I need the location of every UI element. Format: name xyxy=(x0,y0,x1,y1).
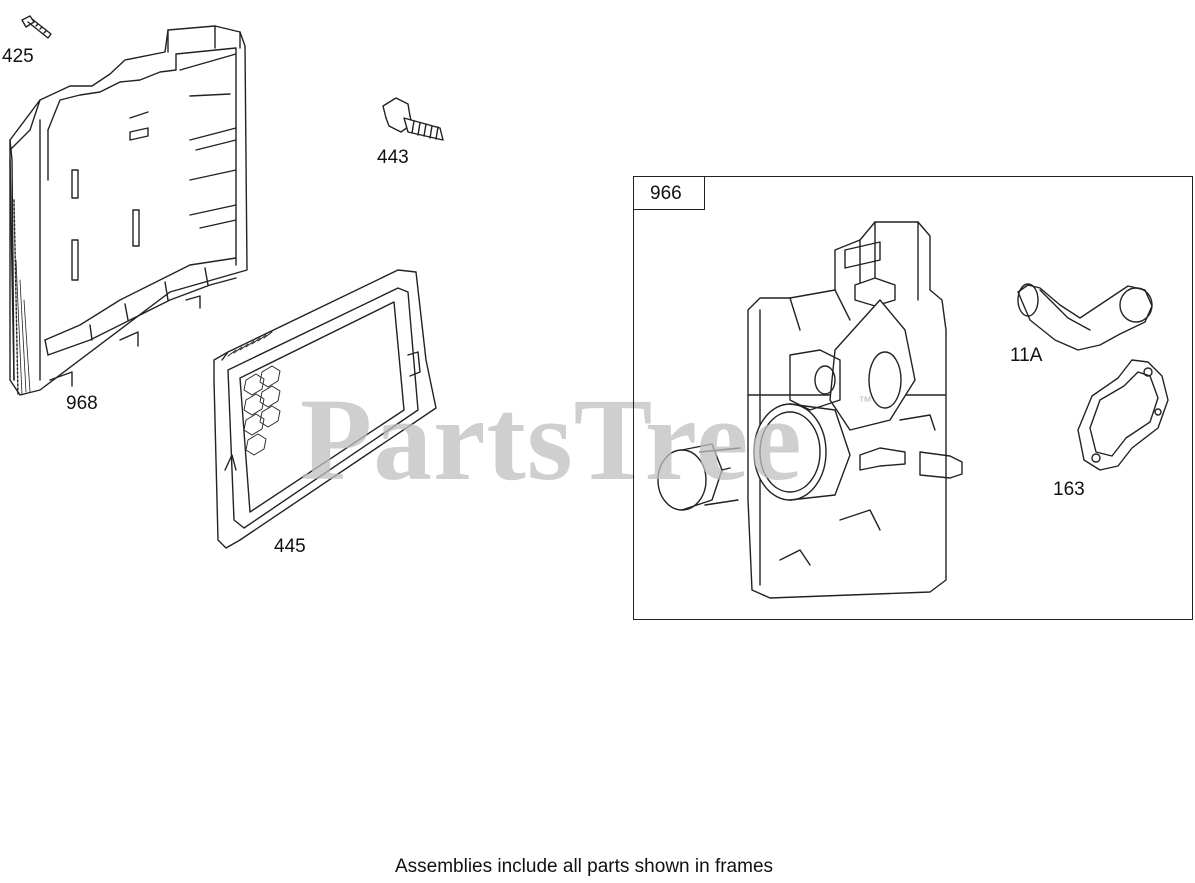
assembly-frame-966 xyxy=(633,176,1193,620)
elbow-tube-11a-drawing xyxy=(1017,283,1153,351)
air-filter-445-drawing xyxy=(213,269,437,549)
screw-425-drawing xyxy=(21,15,52,39)
carburetor-966-drawing xyxy=(747,221,963,599)
trademark-symbol: ™ xyxy=(858,393,872,409)
gasket-163-drawing xyxy=(1077,359,1169,471)
air-cleaner-base-968-drawing xyxy=(9,25,248,396)
part-label-425[interactable]: 425 xyxy=(2,46,34,67)
bolt-443-drawing xyxy=(382,97,444,141)
partstree-watermark: PartsTree xyxy=(300,374,803,505)
assemblies-footnote: Assemblies include all parts shown in fr… xyxy=(394,856,774,877)
part-label-966[interactable]: 966 xyxy=(650,183,682,204)
part-label-443[interactable]: 443 xyxy=(377,147,409,168)
part-label-163[interactable]: 163 xyxy=(1053,479,1085,500)
knob-cap-drawing xyxy=(657,443,741,511)
part-label-968[interactable]: 968 xyxy=(66,393,98,414)
assembly-frame-tab xyxy=(633,176,705,210)
part-label-11a[interactable]: 11A xyxy=(1010,345,1043,366)
part-label-445[interactable]: 445 xyxy=(274,536,306,557)
